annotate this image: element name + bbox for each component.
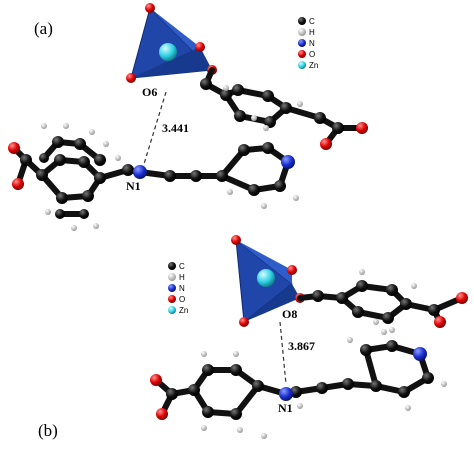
nitrogen-atom (413, 347, 427, 361)
legend-a: C H N O Zn (298, 17, 318, 70)
legend-item-oxygen: O (179, 295, 185, 304)
legend-item-carbon: C (309, 17, 315, 26)
legend-item-zinc: Zn (179, 306, 188, 315)
panel-a: (a) O6 (8, 3, 368, 231)
nitrogen-atom (279, 387, 293, 401)
nitrogen-atom (133, 165, 147, 179)
zinc-atom (159, 43, 177, 61)
legend-swatch-oxygen (298, 50, 306, 58)
contact-line-b (279, 321, 287, 385)
oxygen-label-b: O8 (282, 307, 297, 321)
legend-swatch-carbon (168, 262, 176, 270)
zinc-atom (257, 269, 275, 287)
legend-swatch-hydrogen (168, 273, 176, 281)
legend-item-hydrogen: H (309, 28, 315, 37)
upper-benzoate-a (200, 67, 368, 150)
panel-b-label: (b) (38, 421, 58, 440)
contact-line-a (143, 91, 167, 165)
legend-item-nitrogen: N (309, 39, 315, 48)
legend-item-carbon: C (179, 262, 185, 271)
lower-molecule-b (150, 327, 447, 439)
oxygen-atom (231, 235, 241, 245)
upper-benzoate-b (297, 269, 468, 335)
legend-item-zinc: Zn (309, 61, 318, 70)
legend-swatch-hydrogen (298, 28, 306, 36)
legend-swatch-carbon (298, 17, 306, 25)
oxygen-atom (145, 3, 155, 13)
lower-molecule-a (8, 115, 299, 231)
panel-b: (b) O8 (38, 235, 468, 440)
nitrogen-label-a: N1 (126, 179, 141, 193)
legend-swatch-zinc (298, 61, 306, 69)
zn-tetrahedron-a (126, 3, 217, 83)
oxygen-atom (195, 42, 205, 52)
legend-swatch-nitrogen (298, 39, 306, 47)
oxygen-atom (287, 265, 297, 275)
legend-swatch-oxygen (168, 295, 176, 303)
oxygen-atom (126, 73, 136, 83)
legend-b: C H N O Zn (168, 262, 188, 315)
distance-label-a: 3.441 (162, 121, 189, 135)
legend-item-oxygen: O (309, 50, 315, 59)
nitrogen-atom (281, 155, 295, 169)
legend-item-nitrogen: N (179, 284, 185, 293)
oxygen-label-a: O6 (142, 85, 157, 99)
legend-swatch-nitrogen (168, 284, 176, 292)
legend-swatch-zinc (168, 306, 176, 314)
oxygen-atom (239, 317, 249, 327)
panel-a-label: (a) (34, 19, 53, 38)
legend-item-hydrogen: H (179, 273, 185, 282)
distance-label-b: 3.867 (288, 339, 315, 353)
nitrogen-label-b: N1 (278, 401, 293, 415)
